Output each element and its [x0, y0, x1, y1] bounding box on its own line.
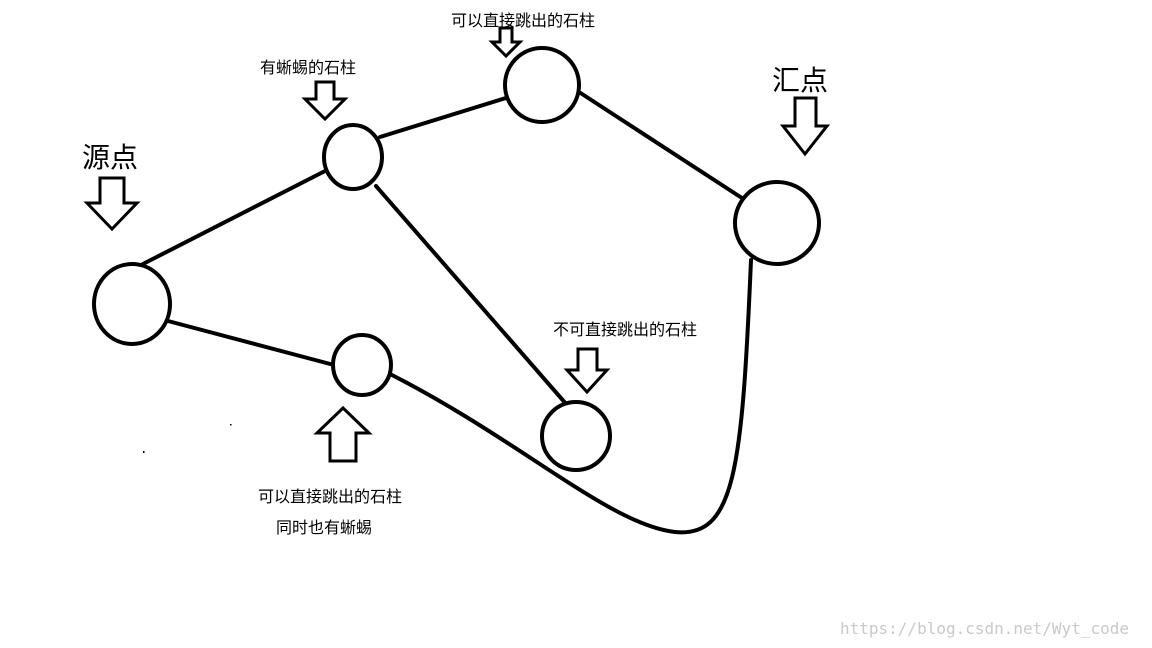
blocked-pillar-label: 不可直接跳出的石柱 [553, 320, 698, 339]
bottom-pillar-label-line1: 可以直接跳出的石柱 [258, 487, 403, 506]
edge-lizard-blocked [374, 184, 569, 407]
edge-source-bottom [166, 319, 336, 367]
top-pillar-node [503, 46, 581, 124]
watermark: https://blog.csdn.net/Wyt_code [840, 619, 1129, 638]
source-node [92, 262, 172, 346]
edge-lizard-top [378, 95, 511, 139]
bottom-pillar-node [331, 333, 393, 397]
lizard-pillar-arrow-icon [301, 80, 349, 122]
stray-dot [230, 424, 232, 426]
top-pillar-label: 可以直接跳出的石柱 [451, 11, 596, 30]
stray-dot [143, 451, 145, 453]
lizard-pillar-node [322, 123, 384, 191]
sink-arrow-icon [779, 96, 831, 157]
lizard-pillar-label: 有蜥蜴的石柱 [260, 58, 357, 77]
source-arrow-icon [83, 176, 141, 232]
top-pillar-arrow-icon [488, 26, 524, 59]
sink-node [733, 180, 821, 266]
bottom-pillar-label-line2: 同时也有蜥蜴 [276, 518, 373, 537]
edge-top-sink [577, 90, 747, 202]
sink-label: 汇点 [772, 64, 829, 97]
bottom-pillar-arrow-icon [313, 405, 373, 463]
edge-source-lizard [139, 168, 329, 267]
blocked-pillar-node [540, 400, 612, 472]
source-label: 源点 [82, 141, 139, 174]
blocked-pillar-arrow-icon [563, 347, 611, 395]
edge-bottom-sink [388, 258, 753, 535]
